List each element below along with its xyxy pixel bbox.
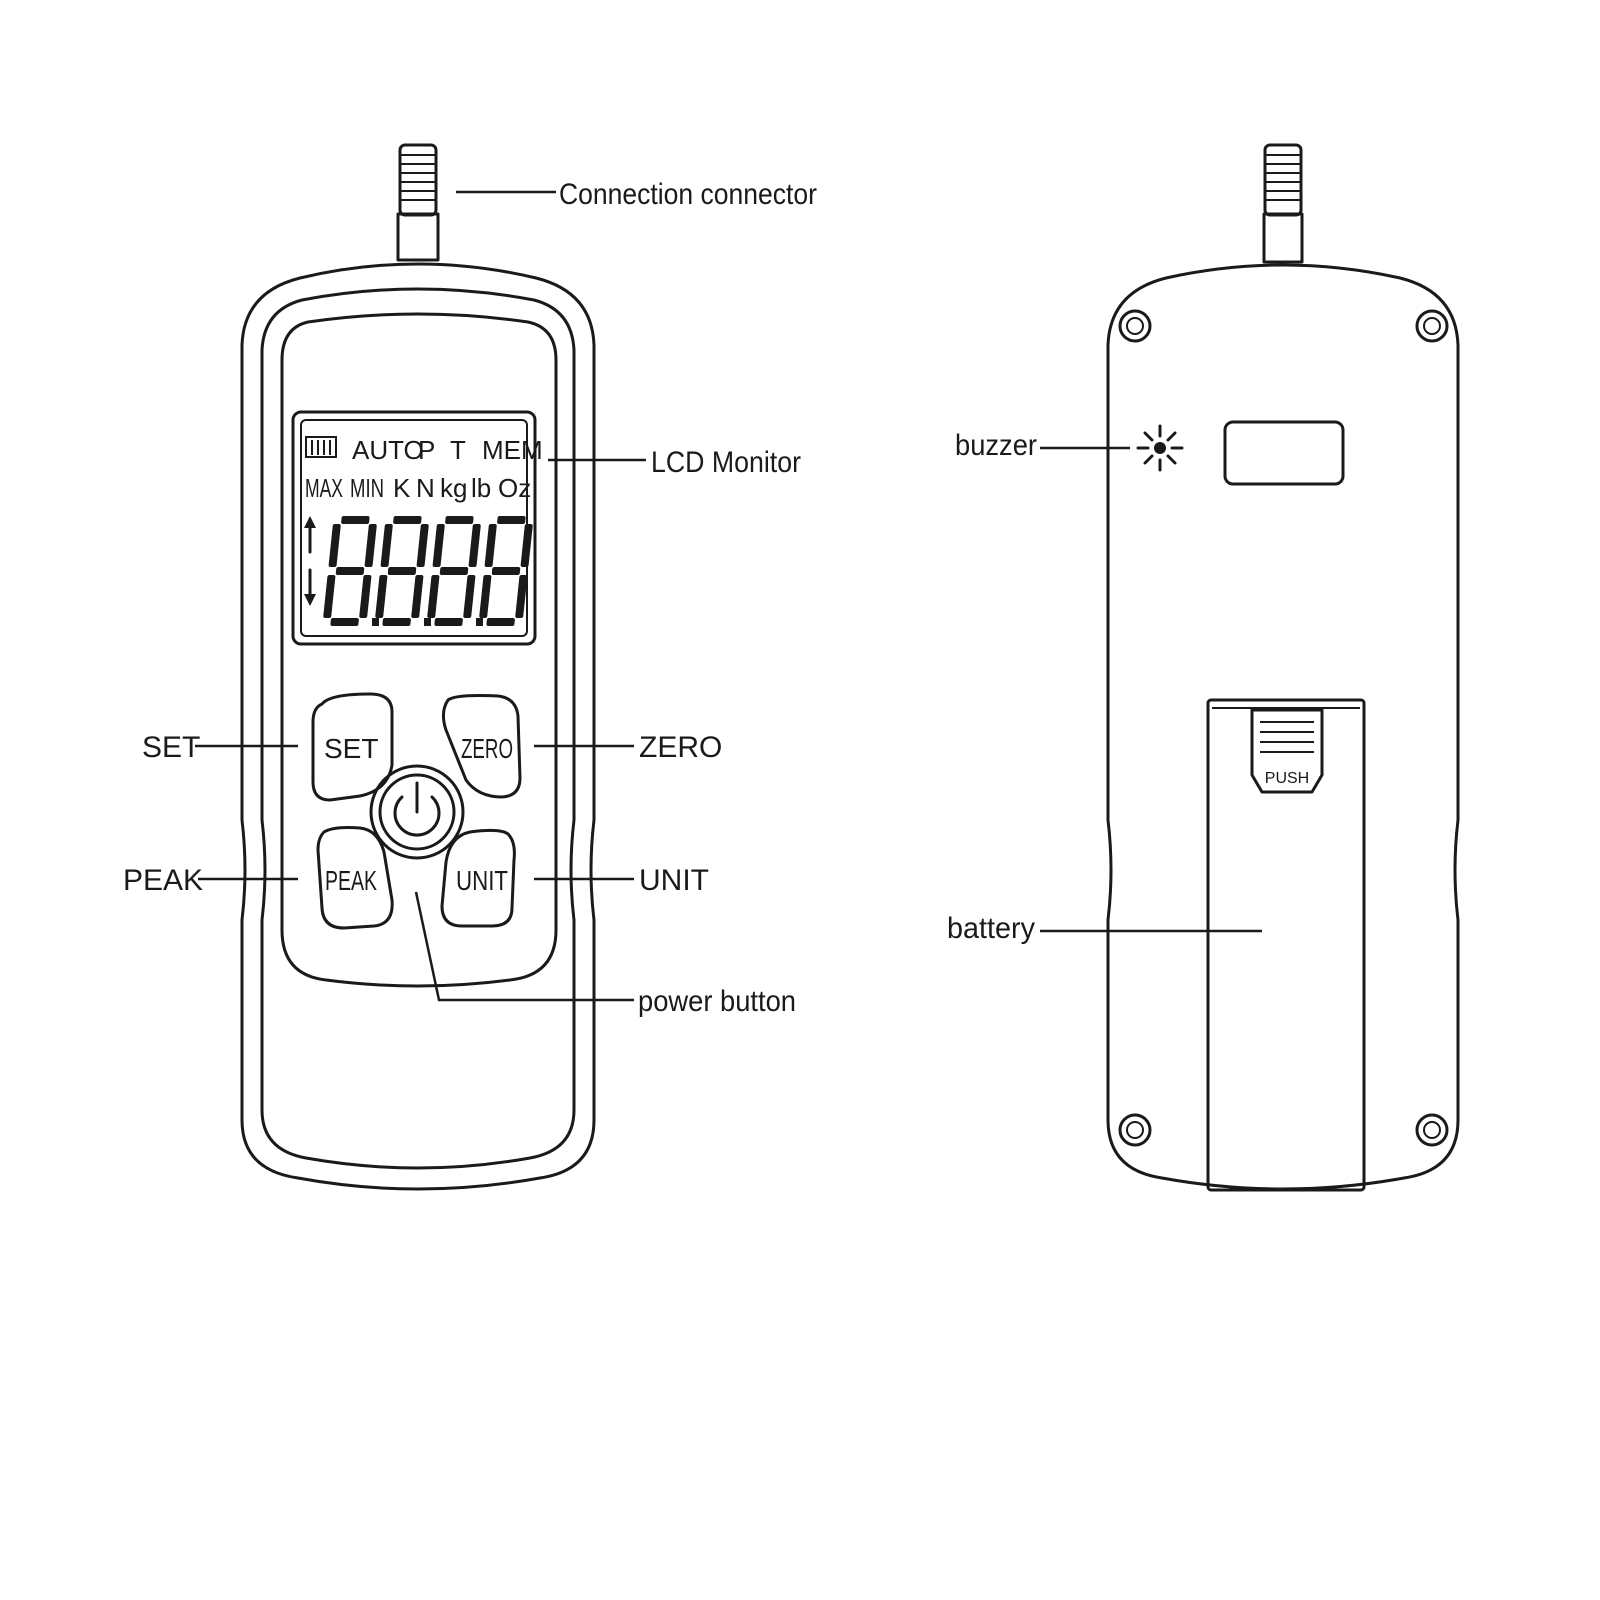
buzzer-icon [1136, 424, 1184, 472]
front-body-outline [240, 262, 596, 1191]
label-peak: PEAK [123, 864, 203, 897]
lcd-decimal-point [424, 618, 431, 626]
battery-cover[interactable]: PUSH [1206, 698, 1366, 1192]
lcd-max-indicator: MAX [305, 473, 343, 503]
lcd-kg-indicator: kg [440, 473, 467, 503]
lcd-oz-indicator: Oz [498, 473, 531, 503]
lcd-segment-g [439, 567, 469, 575]
lcd-segment-d [434, 618, 463, 626]
lcd-segment-d [486, 618, 515, 626]
lcd-segment-b [364, 524, 377, 567]
lcd-k-indicator: K [393, 473, 411, 503]
lcd-segment-g [387, 567, 417, 575]
back-label-window [1223, 420, 1345, 486]
lcd-n-indicator: N [416, 473, 435, 503]
front-face-panel [280, 312, 558, 988]
screw-top-right-icon [1415, 309, 1449, 343]
lcd-segment-c [463, 575, 476, 618]
back-connection-connector [1262, 143, 1304, 264]
push-latch-label: PUSH [1265, 770, 1309, 787]
lcd-segment-e [479, 575, 492, 618]
lcd-segment-b [416, 524, 429, 567]
lcd-segment-g [491, 567, 521, 575]
front-view: AUTO P T MEM MAX MIN K N kg lb Oz SET [123, 143, 817, 1191]
power-icon [393, 781, 441, 837]
back-view: PUSH buzzer battery [947, 143, 1460, 1192]
label-unit: UNIT [639, 864, 709, 897]
label-buzzer: buzzer [955, 429, 1037, 462]
svg-text:PEAK: PEAK [325, 865, 377, 896]
lcd-segment-e [427, 575, 440, 618]
lcd-segment-a [393, 516, 422, 524]
lcd-segment-f [432, 524, 445, 567]
screw-top-left-icon [1118, 309, 1152, 343]
lcd-segment-f [380, 524, 393, 567]
lcd-lb-indicator: lb [471, 473, 491, 503]
lcd-p-indicator: P [418, 435, 435, 465]
lcd-segment-a [445, 516, 474, 524]
screw-bottom-right-icon [1415, 1113, 1449, 1147]
lcd-segment-d [382, 618, 411, 626]
lcd-segment-c [359, 575, 372, 618]
label-zero: ZERO [639, 731, 722, 764]
lcd-segment-c [411, 575, 424, 618]
lcd-segment-c [515, 575, 528, 618]
front-connection-connector [396, 143, 440, 262]
lcd-direction-arrows-icon [304, 516, 316, 606]
lcd-segment-b [520, 524, 533, 567]
lcd-digit-0 [323, 516, 377, 626]
label-battery: battery [947, 912, 1035, 945]
power-button[interactable] [369, 764, 465, 860]
lcd-segment-f [328, 524, 341, 567]
svg-text:ZERO: ZERO [461, 733, 513, 764]
lcd-segment-g [335, 567, 365, 575]
lcd-decimal-point [372, 618, 379, 626]
svg-text:UNIT: UNIT [456, 865, 508, 896]
lcd-segment-a [497, 516, 526, 524]
lcd-segment-f [484, 524, 497, 567]
label-set: SET [142, 731, 200, 764]
lcd-mem-indicator: MEM [482, 435, 543, 465]
lcd-decimal-point [476, 618, 483, 626]
svg-text:SET: SET [324, 733, 378, 764]
push-latch[interactable]: PUSH [1250, 708, 1324, 794]
zero-button[interactable]: ZERO [441, 694, 522, 799]
lcd-digit-3 [479, 516, 533, 626]
lcd-t-indicator: T [450, 435, 466, 465]
unit-button[interactable]: UNIT [440, 828, 516, 928]
label-lcd-monitor: LCD Monitor [651, 446, 801, 479]
lcd-segment-d [330, 618, 359, 626]
lcd-digit-readout [323, 516, 533, 626]
battery-indicator-icon [305, 436, 337, 458]
label-power-button: power button [638, 985, 796, 1018]
screw-bottom-left-icon [1118, 1113, 1152, 1147]
label-connection-connector: Connection connector [559, 178, 817, 211]
lcd-monitor: AUTO P T MEM MAX MIN K N kg lb Oz [291, 410, 543, 646]
lcd-segment-e [375, 575, 388, 618]
peak-button[interactable]: PEAK [316, 826, 394, 930]
lcd-segment-b [468, 524, 481, 567]
lcd-digit-1 [375, 516, 429, 626]
front-body-inner-bevel [260, 287, 576, 1170]
lcd-min-indicator: MIN [350, 473, 384, 503]
lcd-segment-e [323, 575, 336, 618]
lcd-digit-2 [427, 516, 481, 626]
lcd-segment-a [341, 516, 370, 524]
lcd-auto-indicator: AUTO [352, 435, 424, 465]
back-body-outline [1106, 263, 1460, 1191]
